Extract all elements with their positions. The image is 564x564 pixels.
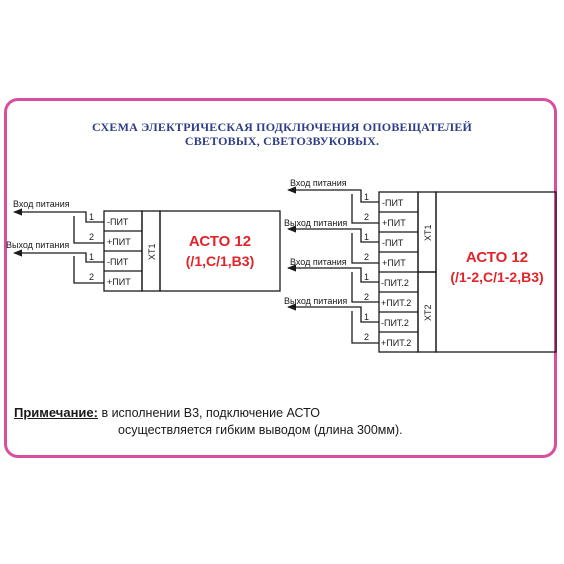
right-pin-3: 1: [364, 232, 369, 242]
right-wire-label-1: Вход питания: [290, 178, 347, 188]
left-wire-out-label: Выход питания: [6, 240, 69, 250]
right-wire-1: [287, 186, 379, 203]
right-wire-label-3: Вход питания: [290, 257, 347, 267]
right-wire-4: [351, 233, 379, 264]
diagram-title-line1: СХЕМА ЭЛЕКТРИЧЕСКАЯ ПОДКЛЮЧЕНИЯ ОПОВЕЩАТ…: [91, 120, 473, 134]
right-terminal-label-6: +ПИТ.2: [381, 298, 411, 308]
right-terminal-label-8: +ПИТ.2: [381, 338, 411, 348]
right-pin-6: 2: [364, 292, 369, 302]
right-terminal-label-7: -ПИТ.2: [381, 318, 409, 328]
right-device-model: (/1-2,С/1-2,В3): [450, 269, 543, 285]
right-terminal-label-1: -ПИТ: [382, 198, 404, 208]
right-xt1-label: XT1: [423, 224, 433, 241]
right-wire-5: [287, 264, 379, 283]
left-device-name: АСТО 12: [189, 233, 251, 250]
right-terminal-label-2: +ПИТ: [382, 218, 406, 228]
right-wire-label-4: Выход питания: [284, 296, 347, 306]
left-pin-3: 1: [89, 252, 94, 262]
left-pin-1: 1: [89, 212, 94, 222]
left-wire-in-label: Вход питания: [13, 199, 70, 209]
right-pin-7: 1: [364, 312, 369, 322]
left-terminal-label-4: +ПИТ: [107, 277, 131, 287]
right-wire-7: [287, 303, 379, 323]
note-line2: осуществляется гибким выводом (длина 300…: [118, 423, 403, 437]
left-pin-2: 2: [89, 232, 94, 242]
right-wire-3: [287, 225, 379, 243]
left-terminal-label-3: -ПИТ: [107, 257, 129, 267]
right-device-name: АСТО 12: [466, 249, 528, 266]
right-pin-1: 1: [364, 192, 369, 202]
right-pin-8: 2: [364, 332, 369, 342]
right-pin-5: 1: [364, 272, 369, 282]
right-wire-6: [351, 272, 379, 303]
left-device-model: (/1,С/1,В3): [186, 253, 254, 269]
right-terminal-label-4: +ПИТ: [382, 258, 406, 268]
left-wire-out-plus: [73, 256, 104, 284]
right-device-body: [435, 191, 557, 353]
left-wire-in-plus: [73, 216, 104, 244]
right-terminal-label-3: -ПИТ: [382, 238, 404, 248]
diagram-title-line2: СВЕТОВЫХ, СВЕТОЗВУКОВЫХ.: [184, 134, 380, 148]
left-device: [13, 208, 281, 292]
right-pin-4: 2: [364, 252, 369, 262]
right-pin-2: 2: [364, 212, 369, 222]
left-device-body: [159, 210, 281, 292]
right-xt2-label: XT2: [423, 304, 433, 321]
left-pin-4: 2: [89, 272, 94, 282]
right-terminal-label-5: -ПИТ.2: [381, 278, 409, 288]
left-terminal-label-1: -ПИТ: [107, 217, 129, 227]
left-wire-in-minus: [13, 208, 104, 223]
left-terminal-label-2: +ПИТ: [107, 237, 131, 247]
right-device: [287, 186, 557, 353]
note-label: Примечание:: [14, 405, 98, 420]
left-xt1-label: XT1: [147, 243, 157, 260]
note-line1: Примечание: в исполнении В3, подключение…: [14, 405, 320, 420]
right-wire-label-2: Выход питания: [284, 218, 347, 228]
note-text-1: в исполнении В3, подключение АСТО: [97, 406, 320, 420]
right-wire-2: [351, 194, 379, 224]
left-wire-out-minus: [13, 249, 104, 263]
right-wire-8: [351, 311, 379, 344]
